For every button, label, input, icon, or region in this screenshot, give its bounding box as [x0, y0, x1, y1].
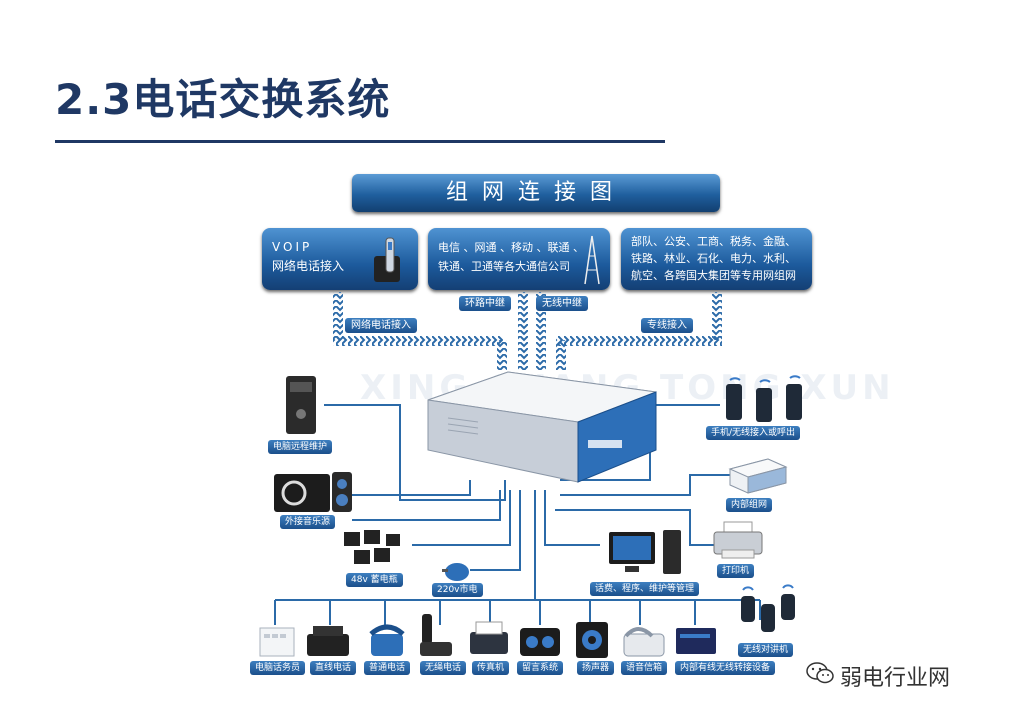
- management-pc-icon: [609, 530, 681, 574]
- link-dedicated-line: 专线接入: [641, 318, 693, 333]
- label-speaker: 扬声器: [577, 661, 615, 675]
- printer-icon: [713, 521, 763, 559]
- panel-carriers-line1: 电信 、网通 、移动 、联通 、: [438, 241, 584, 254]
- lan-switch-icon: [728, 458, 788, 494]
- diagram-banner: 组网连接图: [352, 174, 720, 212]
- label-billing-management: 话费、程序、维护等管理: [590, 582, 700, 596]
- label-walkie-talkie: 无线对讲机: [738, 643, 794, 657]
- label-voicemail-system: 留言系统: [517, 661, 564, 675]
- link-voip-access: 网络电话接入: [345, 318, 417, 333]
- label-internal-network: 内部组网: [726, 498, 773, 512]
- tower-icon: [584, 235, 600, 285]
- label-mobile-access: 手机/无线接入或呼出: [706, 426, 801, 440]
- panel-carriers-line2: 铁通、卫通等各大通信公司: [438, 260, 570, 273]
- wechat-icon: [806, 662, 834, 684]
- panel-voip: VOIP 网络电话接入: [262, 228, 418, 290]
- panel-private-line2: 铁路、林业、石化、电力、水利、: [631, 252, 796, 265]
- desk-phone-icon: [369, 624, 405, 656]
- title-underline: [55, 140, 665, 143]
- operator-console-icon: [259, 627, 295, 657]
- label-battery: 48v 蓄电瓶: [346, 573, 403, 587]
- label-remote-maintenance: 电脑远程维护: [268, 440, 333, 454]
- fax-machine-icon: [470, 621, 508, 654]
- label-music-source: 外接音乐源: [280, 515, 336, 529]
- cordless-phone-icon: [420, 614, 452, 656]
- speaker-icon: [576, 622, 608, 658]
- ip-phone-icon: [374, 237, 400, 282]
- label-voice-mailbox: 语音信箱: [621, 661, 668, 675]
- walkie-talkie-icon: [741, 584, 795, 632]
- label-direct-line: 直线电话: [310, 661, 357, 675]
- panel-voip-line2: 网络电话接入: [272, 259, 345, 273]
- music-source-icon: [274, 472, 352, 512]
- link-wireless-trunk: 无线中继: [536, 296, 588, 311]
- label-ordinary-phone: 普通电话: [364, 661, 411, 675]
- voicemail-device-icon: [520, 628, 560, 656]
- panel-voip-line1: VOIP: [272, 240, 313, 254]
- link-loop-trunk: 环路中继: [459, 296, 511, 311]
- label-printer: 打印机: [717, 564, 755, 578]
- voicebox-phone-icon: [623, 627, 665, 657]
- panel-carriers: 电信 、网通 、移动 、联通 、 铁通、卫通等各大通信公司: [428, 228, 610, 290]
- page-title: 2.3电话交换系统: [55, 75, 391, 124]
- panel-private-networks: 部队、公安、工商、税务、金融、 铁路、林业、石化、电力、水利、 航空、各跨国大集…: [621, 228, 812, 290]
- computer-tower-icon: [286, 376, 316, 434]
- label-cordless-phone: 无绳电话: [420, 661, 467, 675]
- power-plug-icon: [442, 563, 469, 581]
- transfer-device-icon: [676, 628, 716, 654]
- label-operator: 电脑话务员: [250, 661, 306, 675]
- mobile-phones-icon: [726, 375, 802, 422]
- label-transfer-device: 内部有线无线转接设备: [675, 661, 776, 675]
- label-fax: 传真机: [472, 661, 510, 675]
- pbx-switch-icon: [427, 371, 657, 483]
- label-mains-power: 220v市电: [432, 583, 483, 597]
- panel-private-line3: 航空、各跨国大集团等专用网组网: [631, 269, 796, 282]
- fax-phone-icon: [307, 626, 349, 656]
- battery-icon: [344, 530, 400, 564]
- footer-brand: 弱电行业网: [840, 666, 951, 691]
- panel-private-line1: 部队、公安、工商、税务、金融、: [631, 235, 796, 248]
